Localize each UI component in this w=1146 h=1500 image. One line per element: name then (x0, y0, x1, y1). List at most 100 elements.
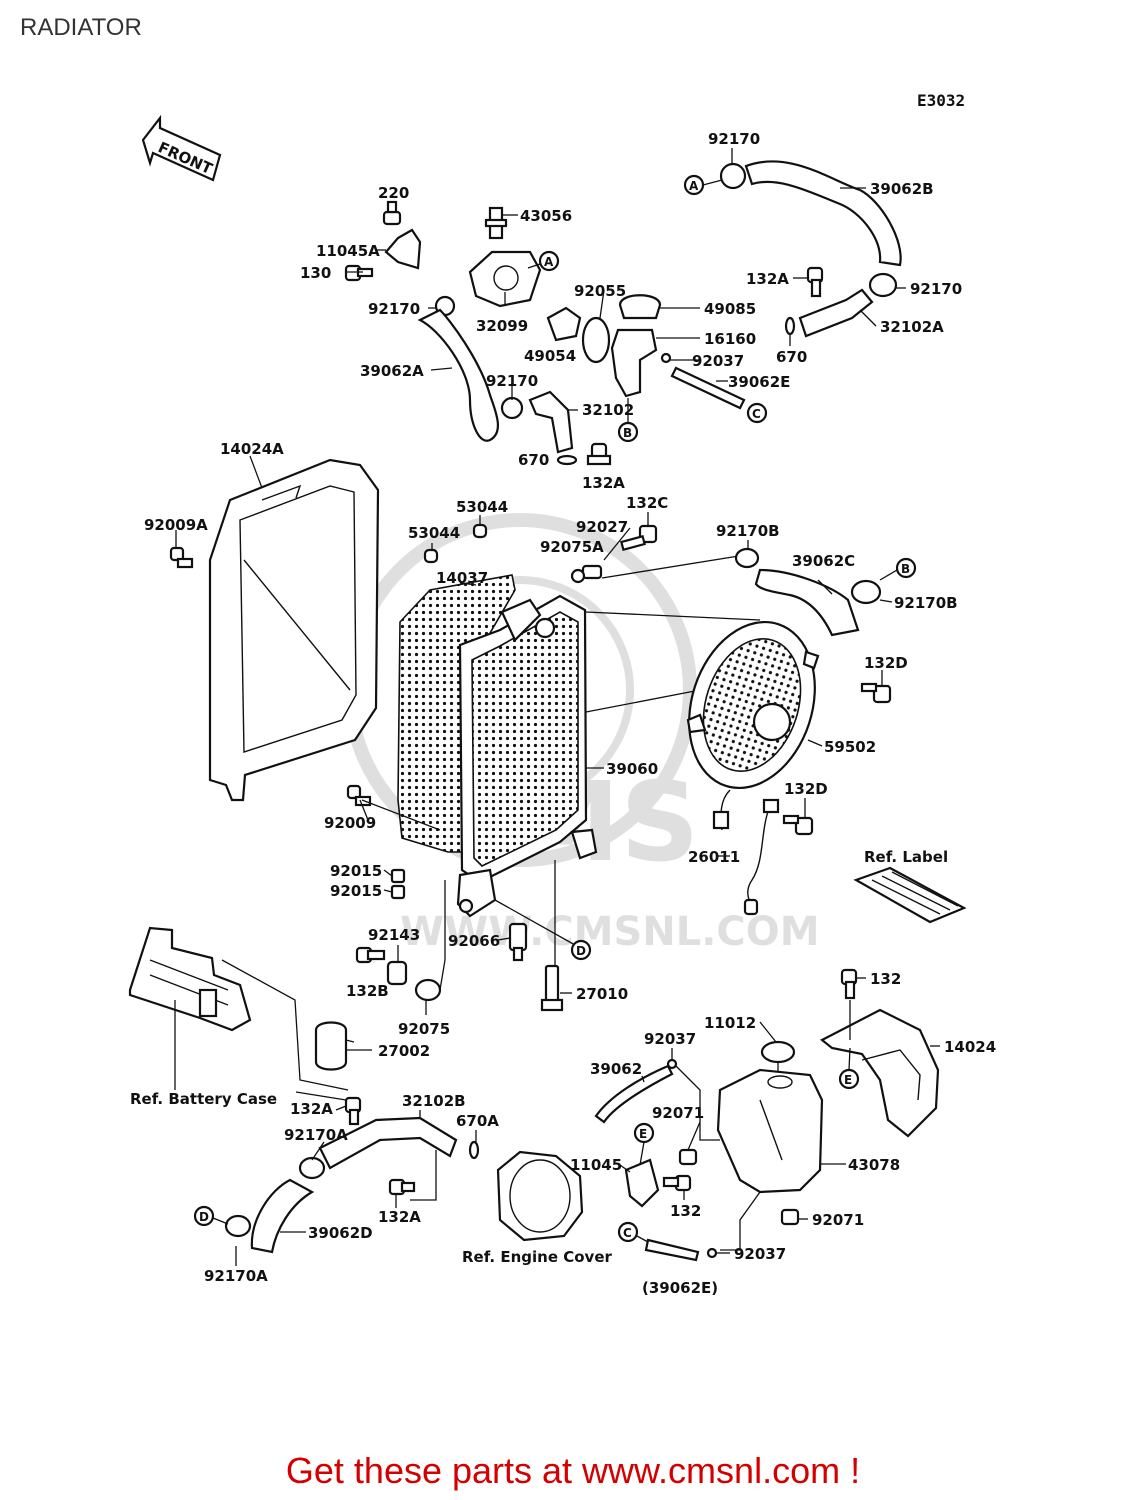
part-132A-bolt-right (806, 266, 824, 298)
marker-e-top: E (838, 1068, 860, 1090)
shop-promo-link[interactable]: Get these parts at www.cmsnl.com ! (285, 1450, 861, 1491)
label-670-top: 670 (518, 451, 549, 469)
marker-e-top-letter: E (844, 1073, 852, 1087)
part-92015-nut-b (390, 884, 406, 900)
part-11045-bracket (624, 1158, 660, 1208)
diagram-code: E3032 (917, 91, 965, 110)
label-39062A: 39062A (360, 362, 424, 380)
part-132D-bolt-a (860, 682, 892, 704)
part-49085-radiator-cap (618, 294, 662, 320)
part-132B-bolt (355, 946, 386, 964)
part-220-bolt (382, 200, 402, 226)
label-43078: 43078 (848, 1156, 900, 1174)
marker-d-right-letter: D (576, 944, 586, 958)
label-132A-left: 132A (290, 1100, 333, 1118)
part-39062-tube (594, 1064, 674, 1124)
label-92075: 92075 (398, 1020, 450, 1038)
reference-engine-cover (496, 1150, 584, 1242)
marker-e-low-letter: E (639, 1127, 647, 1141)
label-132B: 132B (346, 982, 389, 1000)
label-92071-a: 92071 (652, 1104, 704, 1122)
marker-b-right-letter: B (901, 562, 910, 576)
label-132D-a: 132D (864, 654, 908, 672)
label-39062E-ref: (39062E) (642, 1279, 718, 1297)
part-53044-grommet-a (423, 548, 439, 564)
label-53044-a: 53044 (408, 524, 460, 542)
label-92037-low: 92037 (734, 1245, 786, 1263)
ref-battery-case-text: Ref. Battery Case (130, 1090, 277, 1108)
label-92170A-a: 92170A (284, 1126, 348, 1144)
label-11045A: 11045A (316, 242, 380, 260)
label-59502: 59502 (824, 738, 876, 756)
part-92009A-screw (169, 546, 194, 569)
page-title: RADIATOR (20, 14, 142, 41)
part-92037-clip-low (706, 1247, 718, 1259)
label-49085: 49085 (704, 300, 756, 318)
part-92037-clip-top (660, 352, 672, 364)
part-14024A-shroud (208, 458, 380, 802)
part-39062E-tube (670, 366, 746, 410)
part-92170-clamp-a (719, 162, 747, 190)
label-132-low: 132 (670, 1202, 701, 1220)
part-43078-reservoir-tank (716, 1068, 824, 1194)
label-27010: 27010 (576, 985, 628, 1003)
label-670A: 670A (456, 1112, 499, 1130)
marker-c-low: C (617, 1221, 639, 1243)
part-670-oring-right (784, 316, 796, 336)
marker-d-right: D (570, 939, 592, 961)
label-92015-b: 92015 (330, 882, 382, 900)
marker-b-top-letter: B (623, 426, 632, 440)
label-92037-top: 92037 (692, 352, 744, 370)
label-92170-top: 92170 (368, 300, 420, 318)
part-14024-tank-cover (819, 1008, 940, 1138)
part-59502-fan (686, 620, 820, 790)
part-27002-relay (314, 1021, 355, 1071)
label-132A-right: 132A (746, 270, 789, 288)
label-43056: 43056 (520, 207, 572, 225)
part-92075-damper (414, 978, 442, 1002)
marker-c-top: C (746, 402, 768, 424)
marker-a-left-letter: A (689, 179, 699, 193)
label-132D-b: 132D (784, 780, 828, 798)
label-39060: 39060 (606, 760, 658, 778)
part-670-oring-top (556, 454, 578, 466)
label-14024: 14024 (944, 1038, 996, 1056)
part-92170A-clamp-a (298, 1156, 326, 1180)
part-92170A-clamp-b (224, 1214, 252, 1238)
part-132C-bolt (619, 524, 658, 552)
label-220: 220 (378, 184, 409, 202)
marker-c-low-letter: C (623, 1226, 632, 1240)
label-92009A: 92009A (144, 516, 208, 534)
part-39062B-hose (744, 160, 902, 267)
label-16160: 16160 (704, 330, 756, 348)
marker-b-top: B (617, 421, 639, 443)
marker-b-right: B (895, 557, 917, 579)
part-39062D-hose (250, 1178, 315, 1254)
reference-label-plate (853, 866, 967, 924)
part-53044-grommet-b (472, 523, 488, 539)
part-26011-ground-lead (747, 805, 771, 906)
marker-a-right-letter: A (544, 255, 554, 269)
label-92055: 92055 (574, 282, 626, 300)
label-39062E: 39062E (728, 373, 790, 391)
part-39062C-hose (754, 568, 860, 637)
label-92015-a: 92015 (330, 862, 382, 880)
label-39062: 39062 (590, 1060, 642, 1078)
part-49054-cap-sub (546, 306, 582, 342)
part-132-bolt-low (662, 1174, 692, 1192)
marker-e-low: E (633, 1122, 655, 1144)
label-49054: 49054 (524, 347, 576, 365)
part-39062E-tube-lower (644, 1238, 700, 1262)
part-132A-bolt-top (586, 442, 612, 466)
label-92071-b: 92071 (812, 1211, 864, 1229)
label-132A-top: 132A (582, 474, 625, 492)
label-92170A-b: 92170A (204, 1267, 268, 1285)
part-92071-a (678, 1148, 698, 1166)
marker-d-left-letter: D (199, 1210, 209, 1224)
part-130-bolt (344, 264, 374, 282)
label-32099: 32099 (476, 317, 528, 335)
part-92015-nut-a (390, 868, 406, 884)
label-11012: 11012 (704, 1014, 756, 1032)
label-11045: 11045 (570, 1156, 622, 1174)
